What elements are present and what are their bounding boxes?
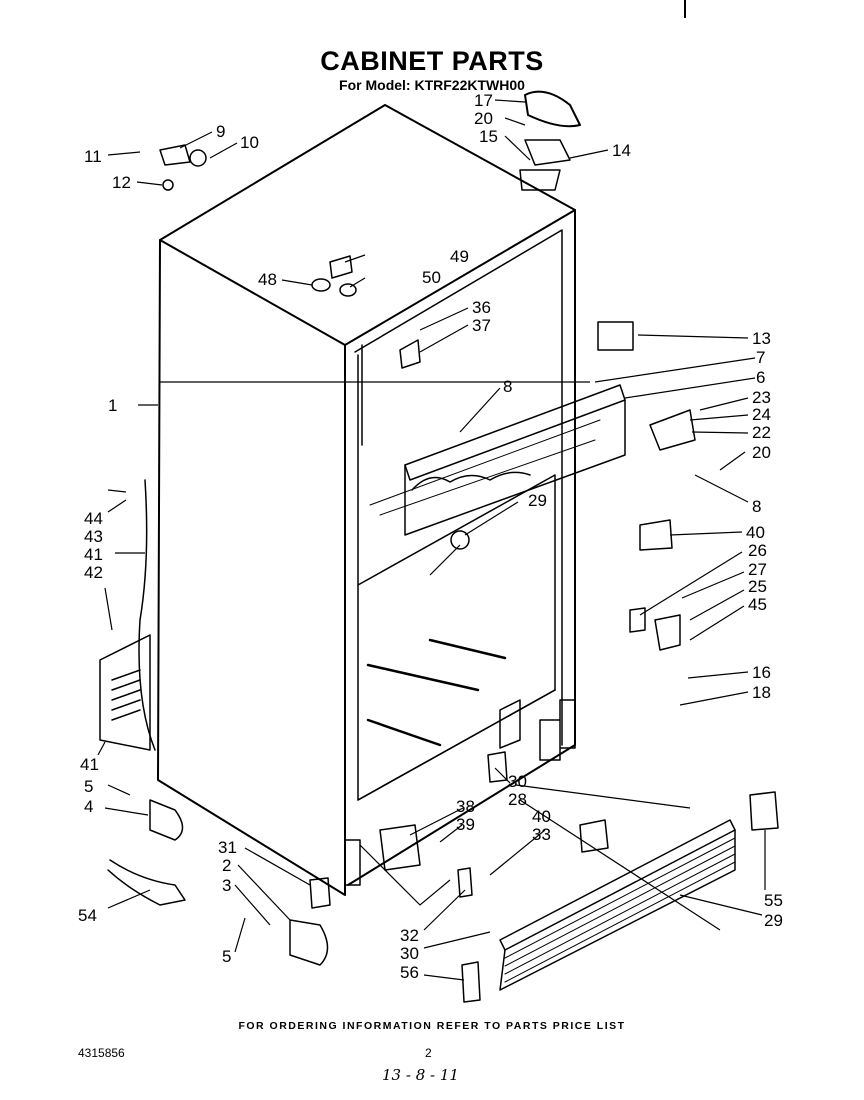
- callout-19: 18: [752, 683, 771, 702]
- page-number: 2: [425, 1046, 432, 1060]
- callout-26: 27: [748, 560, 767, 579]
- callout-9: 8: [752, 497, 761, 516]
- cabinet-top: [159, 104, 576, 346]
- cabinet-left-side: [157, 239, 346, 896]
- callout-44: 44: [84, 509, 103, 528]
- doc-number: 4315856: [78, 1046, 125, 1060]
- callout-56: 56: [400, 963, 419, 982]
- handwritten-note: 13 - 8 - 11: [382, 1066, 459, 1084]
- leader-lines: [97, 99, 766, 981]
- callout-17: 16: [752, 663, 771, 682]
- callout-45: 45: [748, 595, 767, 614]
- callout-36: 38: [456, 797, 475, 816]
- callout-24: 25: [748, 577, 767, 596]
- callout-18: 17: [474, 91, 493, 110]
- callout-35: 37: [472, 316, 491, 335]
- callout-37: 39: [456, 815, 475, 834]
- callout-41: 41: [80, 755, 99, 774]
- callout-5b: 5: [222, 947, 231, 966]
- callout-34: 36: [472, 298, 491, 317]
- callout-13: 12: [112, 173, 131, 192]
- callout-4: 4: [84, 797, 93, 816]
- callout-28: 29: [528, 491, 547, 510]
- cabinet-drawing: [99, 90, 779, 1003]
- callout-27: 28: [508, 790, 527, 809]
- callout-30b: 30: [400, 944, 419, 963]
- callout-29: 29: [764, 911, 783, 930]
- callout-20a: 20: [474, 109, 493, 128]
- callout-54: 54: [78, 906, 97, 925]
- callout-32: 32: [400, 926, 419, 945]
- callout-1: 1: [108, 396, 117, 415]
- callout-38: 40: [746, 523, 765, 542]
- callout-11: 10: [240, 133, 259, 152]
- callout-10: 9: [216, 122, 225, 141]
- page-title: CABINET PARTS: [320, 46, 544, 76]
- callout-40: 40: [532, 807, 551, 826]
- callout-5a: 5: [84, 777, 93, 796]
- hinge-cover: [524, 90, 581, 128]
- callout-16: 15: [479, 127, 498, 146]
- callout-15: 14: [612, 141, 631, 160]
- callout-42: 42: [84, 563, 103, 582]
- callout-49: 49: [450, 247, 469, 266]
- callout-30a: 30: [508, 772, 527, 791]
- callout-22: 23: [752, 388, 771, 407]
- callout-2: 2: [222, 856, 231, 875]
- callout-3: 3: [222, 876, 231, 895]
- callout-8: 8: [503, 377, 512, 396]
- part-callouts: 17 20 15 14 9 10 11 12 49 48 50 36 37 13…: [78, 91, 783, 982]
- callout-48: 48: [258, 270, 277, 289]
- callout-7: 7: [756, 348, 765, 367]
- callout-20b: 20: [752, 443, 771, 462]
- callout-33: 33: [532, 825, 551, 844]
- callout-25: 26: [748, 541, 767, 560]
- callout-12: 11: [84, 147, 102, 166]
- callout-55: 55: [764, 891, 783, 910]
- model-subtitle: For Model: KTRF22KTWH00: [339, 77, 525, 93]
- callout-50: 50: [422, 268, 441, 287]
- callout-39: 41: [84, 545, 103, 564]
- callout-21: 22: [752, 423, 771, 442]
- callout-6: 6: [756, 368, 765, 387]
- callout-23: 24: [752, 405, 771, 424]
- callout-43: 43: [84, 527, 103, 546]
- callout-14: 13: [752, 329, 771, 348]
- callout-31: 31: [218, 838, 237, 857]
- corner-mark: [684, 0, 686, 18]
- ordering-note: FOR ORDERING INFORMATION REFER TO PARTS …: [238, 1020, 626, 1032]
